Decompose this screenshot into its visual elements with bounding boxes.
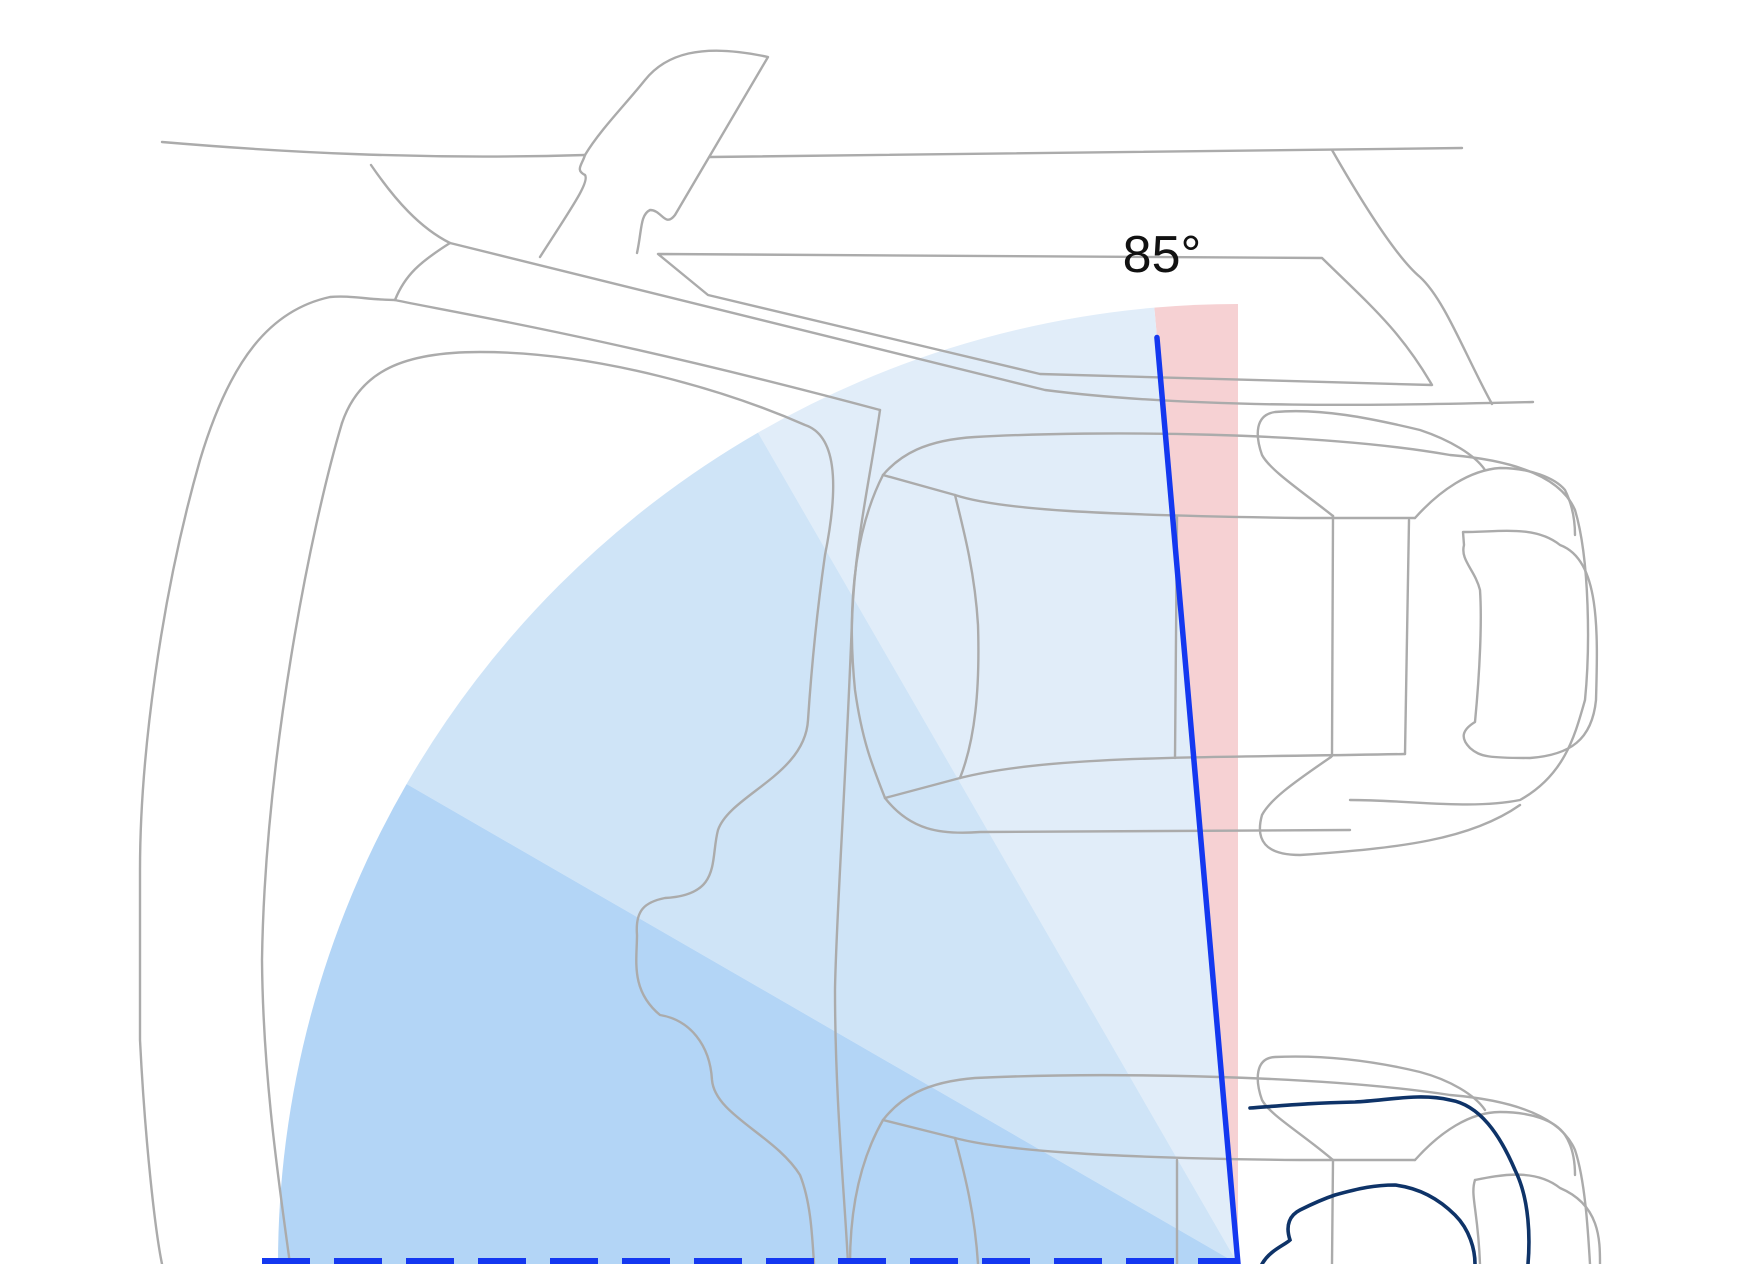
angle-zones [278, 304, 1238, 1264]
angle-label: 85° [1123, 226, 1202, 284]
recline-angle-indicator [1154, 334, 1241, 1264]
angle-zone-2 [406, 432, 1238, 1264]
car-seat-icon [138, 49, 1602, 1264]
angle-zone-3 [278, 784, 1238, 1264]
angle-zone-1 [758, 307, 1238, 1264]
occupant-head-icon [1248, 1095, 1531, 1264]
